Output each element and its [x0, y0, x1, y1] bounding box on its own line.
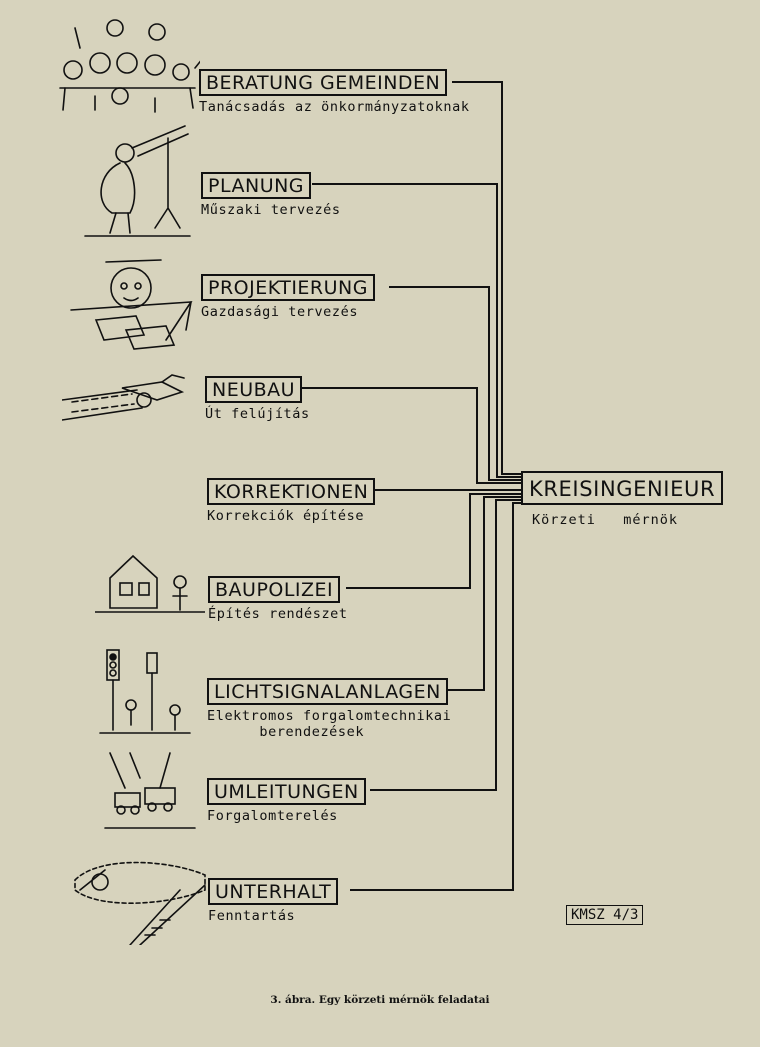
task-label-hu: Elektromos forgalomtechnikai berendezése… [207, 708, 452, 740]
task-label-hu: Forgalomterelés [207, 808, 338, 824]
task-label-de: BERATUNG GEMEINDEN [199, 69, 448, 96]
task-beratung: BERATUNG GEMEINDEN Tanácsadás az önkormá… [199, 69, 470, 115]
task-label-de: UMLEITUNGEN [207, 778, 366, 805]
designer-illustration [70, 259, 193, 350]
center-node-sublabel: Körzeti mérnök [532, 512, 679, 528]
telescope-illustration [84, 125, 191, 237]
task-label-hu: Tanácsadás az önkormányzatoknak [199, 99, 470, 115]
task-lichtsignalanlagen: LICHTSIGNALANLAGEN Elektromos forgalomte… [207, 678, 451, 740]
road-construction-illustration [62, 374, 185, 421]
task-label-hu: Építés rendészet [208, 606, 348, 622]
traffic-light-illustration [99, 649, 191, 734]
center-node-label: KREISINGENIEUR [521, 471, 724, 505]
maintenance-illustration [74, 861, 206, 945]
building-inspection-illustration [95, 554, 205, 613]
task-planung: PLANUNG Műszaki tervezés [201, 172, 341, 218]
task-label-de: LICHTSIGNALANLAGEN [207, 678, 448, 705]
task-label-hu: Fenntartás [208, 908, 296, 924]
task-label-hu: Műszaki tervezés [201, 202, 341, 218]
task-label-de: UNTERHALT [208, 878, 339, 905]
task-label-hu: Út felújítás [205, 406, 310, 422]
task-neubau: NEUBAU Út felújítás [205, 376, 310, 422]
task-label-de: NEUBAU [205, 376, 303, 403]
task-umleitungen: UMLEITUNGEN Forgalomterelés [207, 778, 366, 824]
task-unterhalt: UNTERHALT Fenntartás [208, 878, 339, 924]
figure-code: KMSZ 4/3 [566, 905, 644, 925]
task-label-de: KORREKTIONEN [207, 478, 376, 505]
task-projektierung: PROJEKTIERUNG Gazdasági tervezés [201, 274, 375, 320]
meeting-illustration [59, 19, 200, 113]
task-baupolizei: BAUPOLIZEI Építés rendészet [208, 576, 348, 622]
task-korrektionen: KORREKTIONEN Korrekciók építése [207, 478, 376, 524]
task-label-hu: Gazdasági tervezés [201, 304, 359, 320]
task-label-de: BAUPOLIZEI [208, 576, 341, 603]
task-label-hu: Korrekciók építése [207, 508, 365, 524]
figure-caption: 3. ábra. Egy körzeti mérnök feladatai [270, 994, 490, 1006]
task-label-de: PLANUNG [201, 172, 312, 199]
detour-illustration [104, 752, 196, 829]
task-label-de: PROJEKTIERUNG [201, 274, 375, 301]
